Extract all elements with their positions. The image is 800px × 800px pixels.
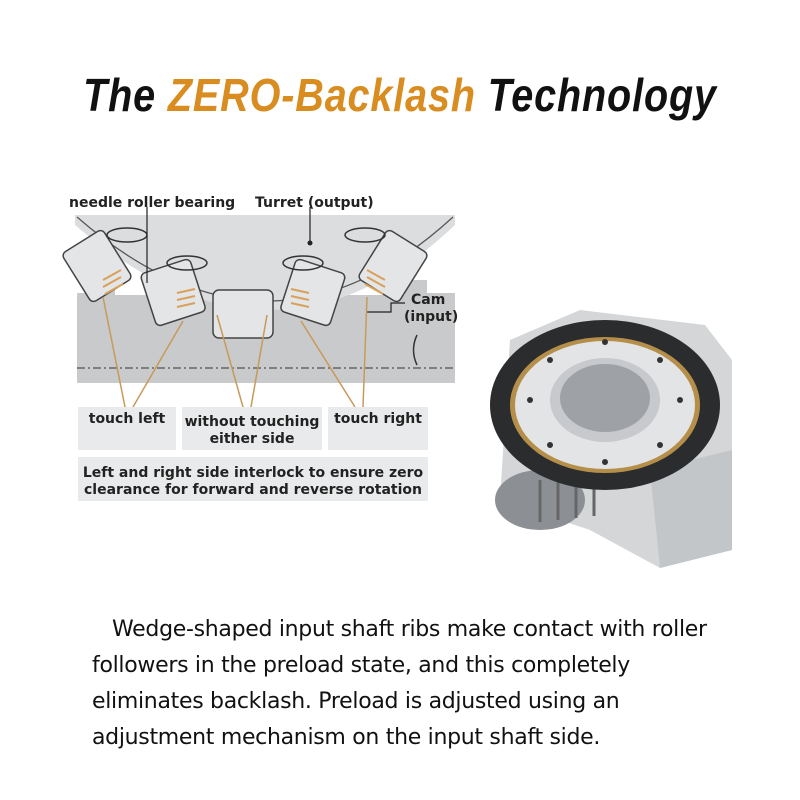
turret-output-label: Turret (output) <box>255 195 374 211</box>
state-touch-right: touch right <box>328 407 428 450</box>
state-without-touching: without touching either side <box>182 407 322 450</box>
description-paragraph: Wedge-shaped input shaft ribs make conta… <box>92 617 707 750</box>
state-label: touch right <box>334 411 422 427</box>
title-accent: ZERO-Backlash <box>167 69 476 121</box>
state-label: touch left <box>88 411 166 427</box>
title-suffix: Technology <box>475 69 717 121</box>
state-label: either side <box>209 430 295 447</box>
summary-box: Left and right side interlock to ensure … <box>78 457 428 501</box>
page-title: The ZERO-Backlash Technology <box>56 68 744 122</box>
product-image <box>470 300 760 570</box>
cam-input-label: (input) <box>404 309 459 325</box>
cam-label: Cam <box>411 292 446 308</box>
title-prefix: The <box>83 69 168 121</box>
cam-roller-illustration <box>62 207 455 408</box>
state-touch-left: touch left <box>78 407 176 450</box>
state-label: without touching <box>184 413 320 430</box>
zero-backlash-diagram: needle roller bearing Turret (output) Ca… <box>55 185 475 515</box>
needle-roller-bearing-label: needle roller bearing <box>69 195 236 211</box>
summary-line: clearance for forward and reverse rotati… <box>84 481 422 498</box>
summary-line: Left and right side interlock to ensure … <box>82 464 424 481</box>
